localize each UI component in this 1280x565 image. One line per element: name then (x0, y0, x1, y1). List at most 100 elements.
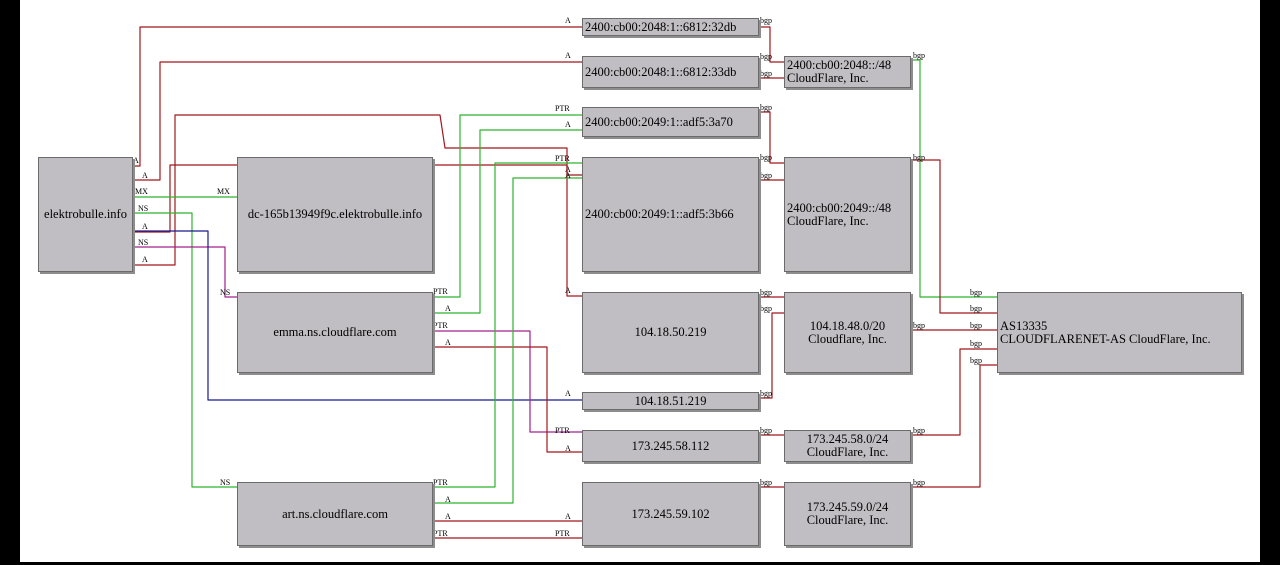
node-art[interactable]: art.ns.cloudflare.com (237, 482, 433, 546)
node-ip-50[interactable]: 104.18.50.219 (582, 292, 759, 373)
node-art-label: art.ns.cloudflare.com (282, 506, 388, 521)
edge-label-ns: NS (138, 204, 148, 213)
edge-label-ns: NS (220, 478, 230, 487)
node-ip6-32db[interactable]: 2400:cb00:2048:1::6812:32db (582, 18, 759, 36)
edge-label-ptr: PTR (555, 529, 570, 538)
edge-label-ns: NS (138, 238, 148, 247)
node-as-name: CLOUDFLARENET-AS CloudFlare, Inc. (1000, 331, 1211, 346)
edge-label-ptr: PTR (433, 287, 448, 296)
edge-label-a: A (565, 165, 571, 174)
edge-label-a: A (565, 512, 571, 521)
edge-label-bgp: bgp (913, 426, 925, 435)
node-net-59-prefix: 173.245.59.0/24 (806, 500, 889, 514)
node-ip-50-label: 104.18.50.219 (634, 325, 707, 339)
edge-label-a: A (445, 512, 451, 521)
edge-a-emma-3a70 (433, 129, 582, 314)
edge-label-a: A (565, 171, 571, 180)
edge-label-ptr: PTR (555, 426, 570, 435)
edge-label-bgp: bgp (760, 389, 772, 398)
edge-label-mx: MX (135, 187, 148, 196)
edge-label-ptr: PTR (555, 154, 570, 163)
edge-label-bgp: bgp (760, 103, 772, 112)
edge-label-bgp: bgp (970, 288, 982, 297)
edge-label-bgp: bgp (913, 153, 925, 162)
edge-label-a: A (133, 156, 139, 165)
edge-bgp-net2049-as (911, 159, 997, 314)
edge-label-bgp: bgp (913, 51, 925, 60)
edge-label-bgp: bgp (760, 52, 772, 61)
node-net-58-org: CloudFlare, Inc. (806, 445, 889, 459)
node-net-2048-org: CloudFlare, Inc. (787, 71, 869, 85)
edge-label-ptr: PTR (433, 529, 448, 538)
edge-ptr-emma-3a70 (433, 114, 582, 298)
node-net-2049-prefix: 2400:cb00:2049::/48 (787, 200, 892, 215)
edge-label-a: A (565, 444, 571, 453)
edge-label-a: A (445, 495, 451, 504)
node-dc[interactable]: dc-165b13949f9c.elektrobulle.info (237, 157, 433, 272)
edge-label-a: A (142, 255, 148, 264)
node-net-2048-prefix: 2400:cb00:2048::/48 (787, 58, 892, 72)
node-elektrobulle[interactable]: elektrobulle.info (38, 157, 133, 272)
node-ip6-3a70-label: 2400:cb00:2049:1::adf5:3a70 (585, 114, 733, 129)
node-ip-58[interactable]: 173.245.58.112 (582, 430, 759, 462)
edge-label-a: A (142, 222, 148, 231)
node-ip-59-label: 173.245.59.102 (631, 506, 710, 521)
node-elektrobulle-label: elektrobulle.info (44, 207, 127, 221)
edge-label-bgp: bgp (970, 304, 982, 313)
edge-bgp-net58-as (911, 348, 997, 436)
node-ip-59[interactable]: 173.245.59.102 (582, 482, 759, 546)
edge-ptr-art-3b66 (433, 162, 582, 488)
edge-label-a: A (142, 171, 148, 180)
node-ip-58-label: 173.245.58.112 (631, 438, 710, 453)
edge-label-a: A (565, 51, 571, 60)
node-emma[interactable]: emma.ns.cloudflare.com (237, 292, 433, 373)
node-ip6-3a70[interactable]: 2400:cb00:2049:1::adf5:3a70 (582, 107, 759, 137)
edge-label-a: A (445, 338, 451, 347)
edge-a-33db (133, 61, 582, 181)
edge-bgp-32db (759, 26, 784, 63)
edge-label-a: A (565, 120, 571, 129)
edge-ptr-emma-58 (433, 330, 582, 433)
edge-a-51 (133, 230, 582, 401)
edge-ns-emma (133, 246, 237, 298)
edge-label-a: A (445, 304, 451, 313)
edge-label-bgp: bgp (913, 478, 925, 487)
node-net-59-org: CloudFlare, Inc. (806, 513, 889, 527)
edge-label-bgp: bgp (970, 321, 982, 330)
edge-label-bgp: bgp (760, 153, 772, 162)
node-as-number: AS13335 (1000, 318, 1048, 333)
node-net-58-prefix: 173.245.58.0/24 (806, 432, 889, 446)
node-net-2049-org: CloudFlare, Inc. (787, 213, 869, 228)
edge-bgp-51 (759, 312, 784, 399)
edge-label-a: A (565, 389, 571, 398)
edge-ns-art (133, 212, 237, 488)
node-net-104-prefix: 104.18.48.0/20 (809, 318, 886, 333)
edge-label-a: A (565, 286, 571, 295)
node-net-104-org: Cloudflare, Inc. (808, 331, 887, 346)
node-ip6-3b66-label: 2400:cb00:2049:1::adf5:3b66 (585, 207, 734, 221)
node-ip6-33db[interactable]: 2400:cb00:2048:1::6812:33db (582, 56, 759, 88)
node-emma-label: emma.ns.cloudflare.com (273, 325, 397, 339)
edge-label-bgp: bgp (760, 16, 772, 25)
edge-label-bgp: bgp (760, 171, 772, 180)
node-ip6-3b66[interactable]: 2400:cb00:2049:1::adf5:3b66 (582, 157, 759, 272)
edge-bgp-3a70 (759, 111, 784, 164)
edge-label-bgp: bgp (760, 478, 772, 487)
edge-a-32db (133, 26, 582, 167)
edge-a-art-3b66 (433, 177, 582, 504)
node-ip-51[interactable]: 104.18.51.219 (582, 392, 759, 410)
edge-label-bgp: bgp (970, 356, 982, 365)
edge-label-mx: MX (217, 187, 230, 196)
edge-label-bgp: bgp (970, 339, 982, 348)
edge-label-bgp: bgp (760, 426, 772, 435)
edge-label-bgp: bgp (760, 288, 772, 297)
edge-label-ptr: PTR (433, 478, 448, 487)
